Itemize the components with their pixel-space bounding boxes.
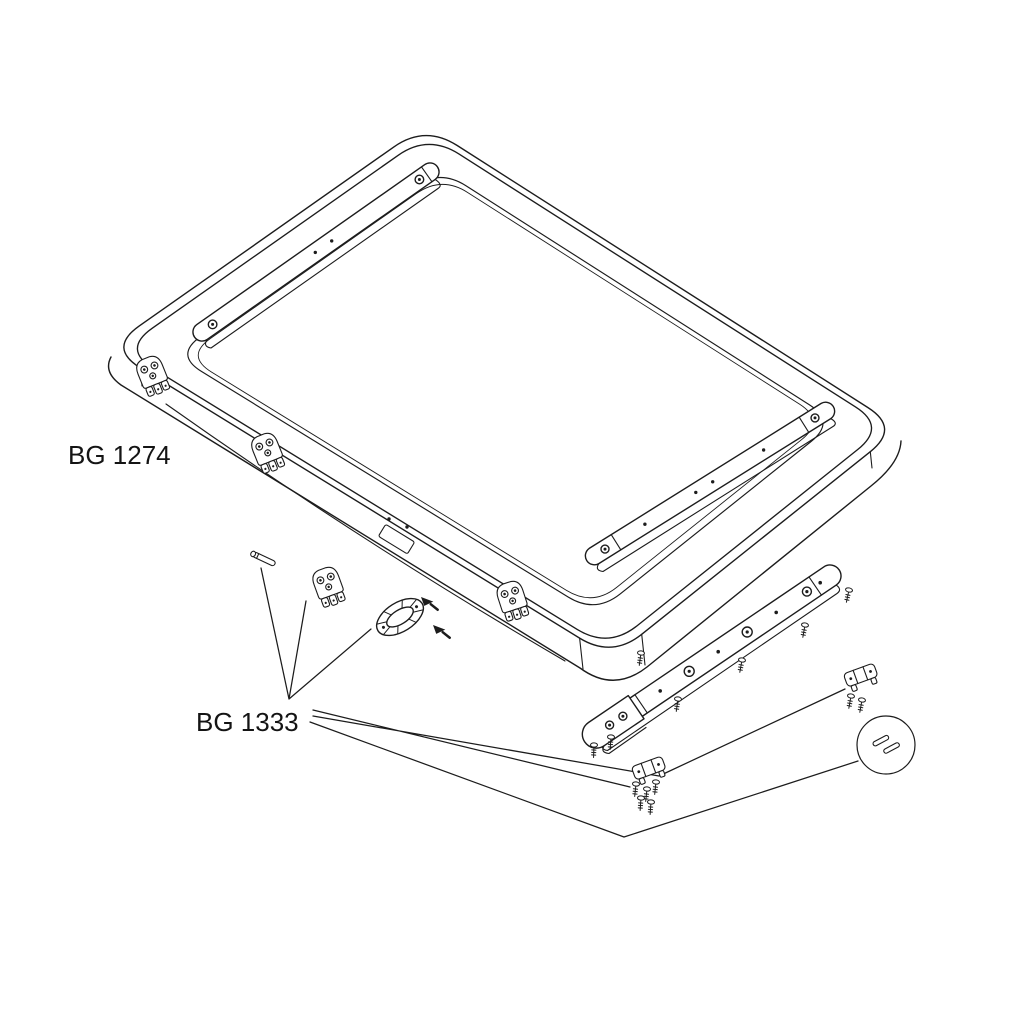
screw-icon — [645, 798, 656, 816]
pin-detail-circle — [856, 715, 916, 775]
lid-assembly — [107, 134, 902, 681]
leader-lines — [260, 567, 859, 838]
screw-icon — [589, 742, 599, 759]
label-bg-1333: BG 1333 — [196, 707, 299, 737]
pointer-arrow-icon — [429, 623, 453, 640]
hinge-block — [842, 662, 881, 694]
screw-icon — [635, 649, 646, 667]
screw-icon — [650, 778, 661, 796]
hinge-bracket — [309, 563, 349, 610]
screw-icon — [842, 586, 854, 604]
lid-skirt — [107, 356, 902, 681]
oval-grommet — [375, 597, 425, 637]
screw-icon — [844, 692, 856, 710]
diagram-art — [107, 134, 916, 838]
hinge-block — [630, 755, 669, 787]
latch-notch — [378, 517, 415, 554]
callout-labels: BG 1274 BG 1333 — [68, 440, 299, 737]
label-bg-1274: BG 1274 — [68, 440, 171, 470]
screw-icon — [735, 656, 747, 674]
screw-icon — [635, 794, 646, 812]
top-hinge-rail — [192, 162, 441, 349]
screw-icon — [855, 696, 867, 714]
screw-icon — [630, 780, 641, 798]
exploded-hinge-rail — [581, 564, 842, 755]
hinge-pin — [249, 549, 277, 568]
lower-right-hinge-rail — [584, 401, 836, 573]
screw-icon — [798, 621, 810, 639]
screw-icon — [672, 695, 683, 713]
